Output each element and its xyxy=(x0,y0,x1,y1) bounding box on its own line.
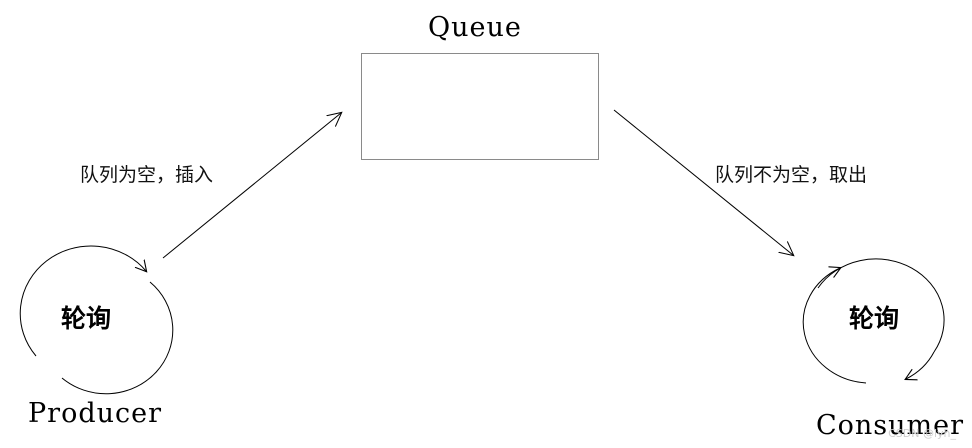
consumer-loop-label: 轮询 xyxy=(849,304,900,333)
producer-loop-arc-bottom xyxy=(61,281,174,395)
producer-loop-label: 轮询 xyxy=(61,304,112,333)
producer-loop-arc-top xyxy=(19,245,146,357)
queue-box xyxy=(361,53,599,160)
take-arrow xyxy=(613,109,793,255)
consumer-loop-arc-right xyxy=(906,351,935,379)
take-edge-label: 队列不为空，取出 xyxy=(715,164,868,186)
consumer-title: Consumer xyxy=(816,410,965,441)
watermark-text: CSDN @lyh_ xyxy=(888,427,956,440)
queue-title: Queue xyxy=(428,12,522,43)
producer-title: Producer xyxy=(28,398,163,429)
insert-arrow xyxy=(162,113,341,259)
insert-edge-label: 队列为空，插入 xyxy=(80,164,214,186)
consumer-loop-arc-left xyxy=(802,268,867,384)
